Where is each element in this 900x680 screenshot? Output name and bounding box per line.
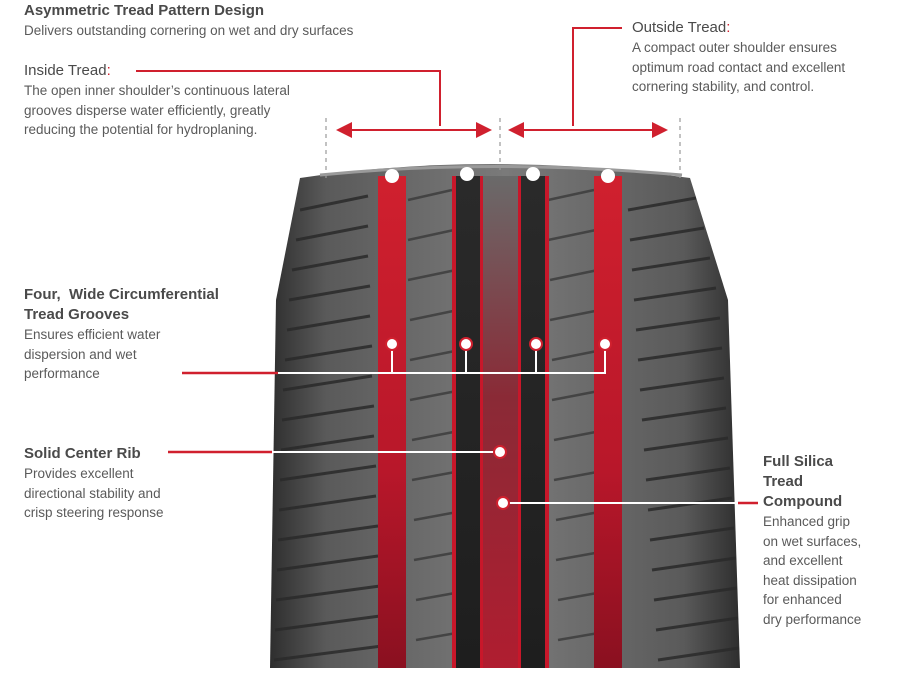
- grooves-title-line-1: Four, Wide Circumferential: [24, 286, 219, 303]
- grooves-line-1: Ensures efficient water: [24, 327, 161, 342]
- center-rib-callout: Solid Center Rib Provides excellent dire…: [24, 444, 264, 523]
- design-title: Asymmetric Tread Pattern Design: [24, 2, 265, 19]
- grooves-line-2: dispersion and wet: [24, 346, 137, 362]
- outside-tread-title: Outside Tread: [632, 19, 727, 36]
- tire-illustration: [270, 164, 740, 668]
- design-subtitle: Delivers outstanding cornering on wet an…: [24, 23, 354, 38]
- inside-tread-callout: Inside Tread: The open inner shoulder’s …: [24, 61, 344, 140]
- tread-width-guides: [325, 118, 681, 178]
- center-rib-title: Solid Center Rib: [24, 445, 141, 462]
- silica-line-6: dry performance: [763, 611, 862, 627]
- inside-tread-line-1: The open inner shoulder’s continuous lat…: [24, 83, 290, 98]
- inside-tread-colon: :: [106, 62, 111, 79]
- design-callout: Asymmetric Tread Pattern Design Delivers…: [24, 1, 444, 41]
- inside-tread-line-3: reducing the potential for hydroplaning.: [24, 122, 258, 137]
- callout-dots: [385, 337, 612, 510]
- outside-tread-line-1: A compact outer shoulder ensures: [632, 40, 837, 55]
- silica-title-line-2: Tread: [763, 473, 804, 490]
- silica-title-line-1: Full Silica: [763, 453, 834, 470]
- center-rib-line-1: Provides excellent: [24, 466, 134, 481]
- inside-tread-line-2: grooves disperse water efficiently, grea…: [24, 102, 271, 118]
- outside-tread-line-3: cornering stability, and control.: [632, 79, 815, 94]
- grooves-line-3: performance: [24, 366, 100, 381]
- outside-tread-line-2: optimum road contact and excellent: [632, 59, 846, 75]
- center-rib-line-2: directional stability and: [24, 485, 161, 501]
- inside-tread-title: Inside Tread: [24, 62, 107, 79]
- leader-lines: [136, 27, 758, 505]
- silica-line-4: heat dissipation: [763, 572, 857, 588]
- grooves-title-line-2: Tread Grooves: [24, 306, 130, 323]
- outside-tread-callout: Outside Tread: A compact outer shoulder …: [632, 18, 892, 97]
- grooves-callout: Four, Wide Circumferential Tread Grooves…: [24, 285, 264, 384]
- silica-line-3: and excellent: [763, 553, 843, 568]
- center-rib-line-3: crisp steering response: [24, 505, 164, 520]
- silica-line-2: on wet surfaces,: [763, 533, 862, 549]
- silica-callout: Full Silica Tread Compound Enhanced grip…: [763, 452, 893, 629]
- silica-line-5: for enhanced: [763, 592, 842, 607]
- outside-tread-colon: :: [726, 19, 731, 36]
- silica-line-1: Enhanced grip: [763, 514, 851, 529]
- silica-title-line-3: Compound: [763, 493, 843, 510]
